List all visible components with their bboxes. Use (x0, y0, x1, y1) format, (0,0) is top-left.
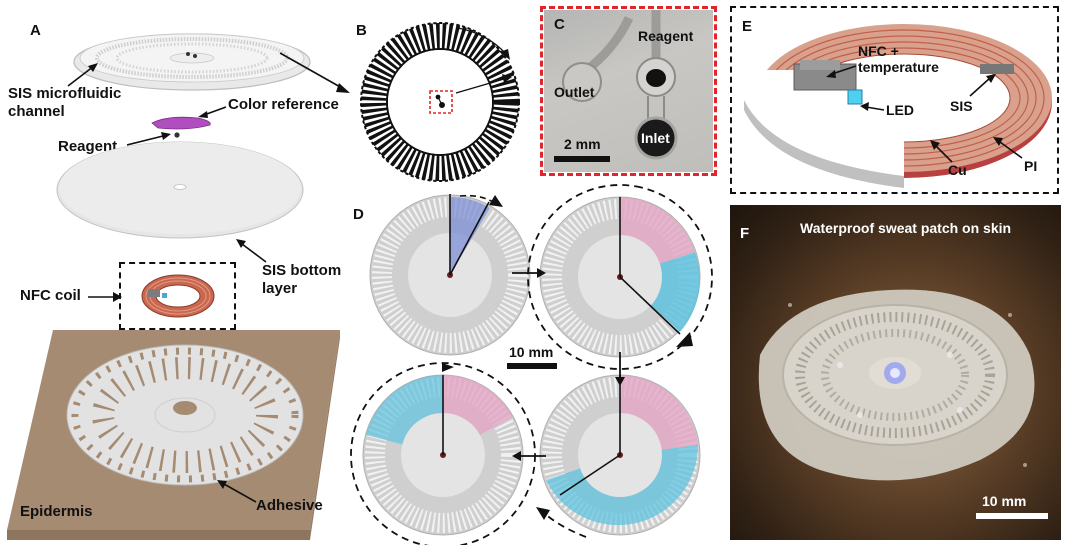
arrow-a-to-b (279, 52, 350, 93)
f-scale-label: 10 mm (982, 493, 1027, 509)
panel-e-frame (730, 6, 1059, 194)
epidermis-block (7, 330, 340, 540)
e-led-label: LED (886, 102, 914, 118)
arrow-color-reference (198, 106, 227, 118)
adhesive-layer (66, 344, 304, 486)
c-inlet-label: Inlet (641, 130, 670, 146)
patch-stage-2 (527, 184, 713, 370)
arrow-d3-d4 (512, 451, 546, 461)
serpentine-channel (360, 22, 520, 182)
nfc-coil-ring (141, 274, 215, 318)
d-scale-label: 10 mm (509, 344, 554, 360)
arrow-cu (930, 140, 953, 163)
channel-micrograph (562, 10, 678, 160)
panel-c-micrograph: C Reagent Outlet Inlet 2 mm (544, 10, 713, 172)
sis-channel-disk (73, 33, 311, 91)
epidermis-label: Epidermis (20, 503, 93, 520)
sis-bottom-label: SIS bottom layer (262, 262, 342, 297)
sis-bottom-disk (56, 141, 304, 239)
panel-d-label: D (353, 206, 364, 223)
f-scale-bar (976, 513, 1048, 519)
panel-a: A SIS microfluidic channel Color referen… (0, 0, 350, 545)
e-nfc-temp-label: NFC + temperature (858, 43, 939, 75)
arrow-b-to-c (455, 74, 512, 94)
panel-f-label: F (740, 225, 750, 242)
arrow-sis-channel (67, 63, 98, 87)
adhesive-label: Adhesive (256, 497, 323, 514)
e-pi-label: PI (1024, 158, 1038, 174)
panel-e: E NFC + temperature LED SIS Cu PI (734, 10, 1055, 190)
panel-a-label: A (30, 22, 41, 39)
nfc-coil-render (744, 24, 1052, 188)
d-scale-bar (507, 363, 557, 369)
arrow-reagent (126, 132, 171, 146)
panel-c-label: C (554, 16, 565, 33)
panel-d: D (340, 180, 730, 545)
arrow-d2-d3 (615, 352, 625, 386)
arrow-pi (993, 137, 1023, 159)
panel-f-photo: F Waterproof sweat patch on skin 10 mm (730, 205, 1061, 540)
arrow-nfc-temp (826, 65, 857, 78)
patch-stage-1 (369, 194, 531, 356)
reagent-dot (174, 132, 180, 138)
f-title: Waterproof sweat patch on skin (800, 220, 1012, 236)
arrow-led (860, 102, 885, 111)
panel-e-label: E (742, 18, 753, 35)
c-scale-label: 2 mm (564, 136, 601, 152)
color-reference-label: Color reference (228, 96, 339, 113)
panel-b: B (348, 0, 538, 195)
sis-channel-label: SIS microfluidic channel (8, 85, 122, 120)
e-sis-label: SIS (950, 98, 973, 114)
sweat-patch-on-skin (758, 289, 1035, 481)
arrow-nfc-coil (88, 292, 122, 302)
arrow-d1-d2 (512, 268, 546, 278)
arrow-sis (969, 74, 996, 97)
e-cu-label: Cu (948, 162, 967, 178)
patch-stage-4 (350, 362, 536, 545)
arrow-sis-bottom (236, 239, 267, 263)
color-reference-pad (151, 116, 211, 130)
panel-b-label: B (356, 22, 367, 39)
c-outlet-label: Outlet (554, 84, 595, 100)
c-scale-bar (554, 156, 610, 162)
reagent-label: Reagent (58, 138, 118, 155)
patch-stage-3 (536, 374, 701, 538)
nfc-coil-label: NFC coil (20, 287, 81, 304)
panel-c-frame (540, 6, 717, 176)
c-reagent-label: Reagent (638, 28, 694, 44)
arrow-adhesive (217, 480, 257, 503)
